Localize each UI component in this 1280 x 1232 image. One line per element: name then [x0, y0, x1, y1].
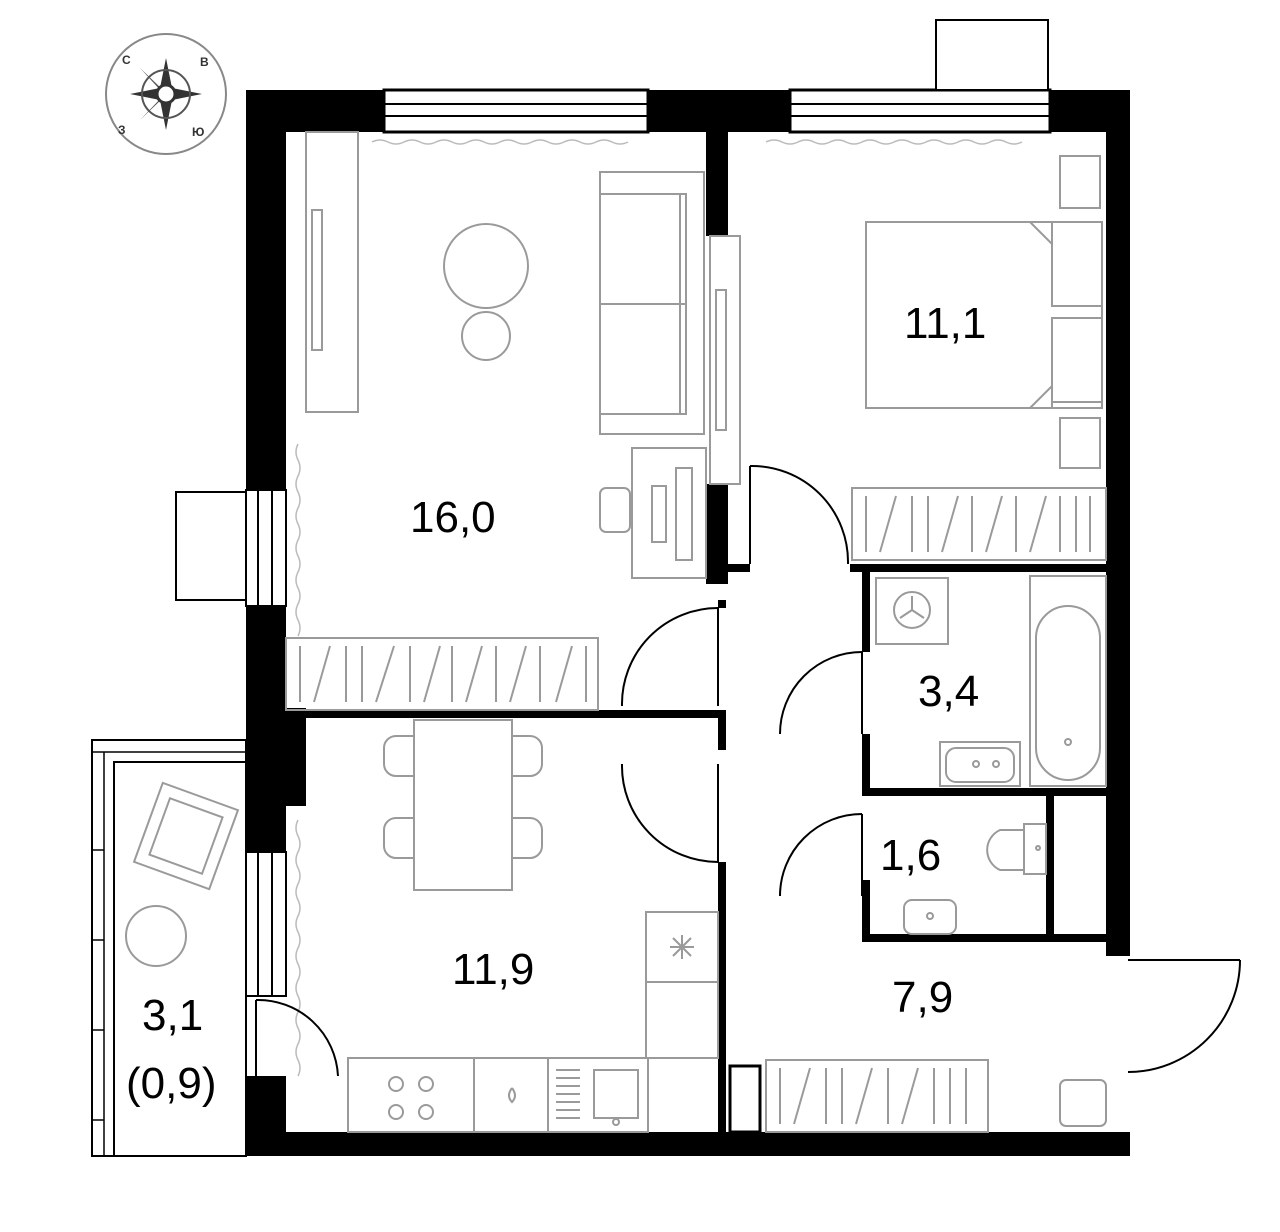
bathroom-fixtures: [875, 575, 1107, 787]
left-windows: [175, 489, 287, 997]
hallway-area-label: 7,9: [892, 973, 953, 1022]
balcony-reduced-area-label: (0,9): [126, 1059, 216, 1108]
room-area-labels: 16,0 11,1 11,9 3,4 1,6 7,9 3,1 (0,9): [126, 299, 986, 1108]
compass-south-label: Ю: [192, 125, 204, 139]
kitchen-furniture: [347, 719, 719, 1133]
doors: [255, 464, 1241, 1077]
living-room-area-label: 16,0: [410, 493, 496, 542]
balcony: [91, 739, 247, 1157]
hallway-furniture: [765, 1059, 1107, 1133]
bedroom-furniture: [851, 155, 1107, 561]
curtains: [295, 139, 1023, 1077]
living-room-furniture: [285, 131, 741, 711]
bedroom-area-label: 11,1: [904, 299, 986, 348]
compass-east-label: В: [200, 55, 209, 69]
compass-north-label: С: [122, 53, 131, 67]
interior-partitions: [306, 564, 1106, 1134]
top-windows: [382, 19, 1052, 134]
toilet-area-label: 1,6: [880, 831, 941, 880]
compass-rose-icon: С В З Ю: [105, 33, 227, 155]
toilet-fixtures: [903, 823, 1047, 935]
compass-west-label: З: [118, 123, 126, 137]
kitchen-area-label: 11,9: [452, 945, 534, 994]
balcony-area-label: 3,1: [142, 991, 203, 1040]
exterior-walls: [246, 90, 1130, 1156]
bathroom-area-label: 3,4: [918, 667, 979, 716]
